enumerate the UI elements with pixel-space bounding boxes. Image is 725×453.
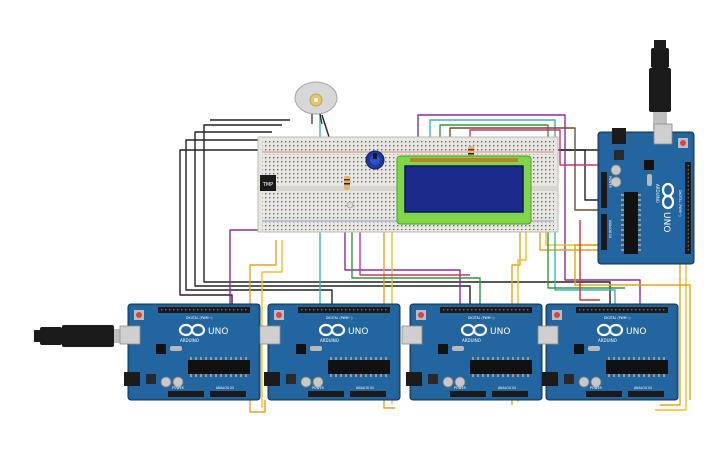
board-analog-label: ANALOG IN bbox=[608, 220, 612, 238]
board-header-label: DIGITAL (PWM~) bbox=[604, 316, 630, 320]
board-brand-label: ARDUINO bbox=[180, 338, 199, 343]
board-model-label: UNO bbox=[208, 327, 228, 337]
board-model-label: UNO bbox=[490, 327, 510, 337]
arduino-uno-5[interactable]: UNO ARDUINO DIGITAL (PWM~) POWER ANALOG IN bbox=[596, 122, 696, 266]
dc-motor[interactable] bbox=[294, 81, 338, 125]
resistor-2 bbox=[468, 146, 474, 158]
board-power-label: POWER bbox=[590, 386, 603, 390]
board-power-label: POWER bbox=[454, 386, 467, 390]
arduino-uno-3[interactable]: UNO ARDUINO DIGITAL (PWM~) POWER ANALOG IN bbox=[400, 302, 544, 402]
board-analog-label: ANALOG IN bbox=[356, 386, 374, 390]
arduino-uno-4[interactable]: UNO ARDUINO DIGITAL (PWM~) POWER ANALOG IN bbox=[536, 302, 680, 402]
resistor bbox=[344, 176, 350, 190]
board-brand-label: ARDUINO bbox=[320, 338, 339, 343]
board-model-label: UNO bbox=[661, 212, 671, 232]
board-header-label: DIGITAL (PWM~) bbox=[678, 190, 682, 216]
board-brand-label: ARDUINO bbox=[462, 338, 481, 343]
board-analog-label: ANALOG IN bbox=[216, 386, 234, 390]
lcd-display[interactable] bbox=[396, 155, 532, 225]
board-power-label: POWER bbox=[172, 386, 185, 390]
arduino-uno-1[interactable]: UNO ARDUINO DIGITAL (PWM~) POWER ANALOG IN bbox=[118, 302, 262, 402]
potentiometer[interactable] bbox=[365, 150, 385, 170]
sensor-label: TMP bbox=[262, 182, 273, 188]
board-model-label: UNO bbox=[626, 327, 646, 337]
led bbox=[346, 201, 354, 209]
board-header-label: DIGITAL (PWM~) bbox=[186, 316, 212, 320]
board-analog-label: ANALOG IN bbox=[498, 386, 516, 390]
usb-cable-top bbox=[649, 40, 671, 130]
board-brand-label: ARDUINO bbox=[598, 338, 617, 343]
board-analog-label: ANALOG IN bbox=[634, 386, 652, 390]
temperature-sensor[interactable]: TMP bbox=[260, 175, 276, 191]
board-power-label: POWER bbox=[608, 176, 612, 189]
board-model-label: UNO bbox=[348, 327, 368, 337]
board-power-label: POWER bbox=[312, 386, 325, 390]
board-header-label: DIGITAL (PWM~) bbox=[468, 316, 494, 320]
board-header-label: DIGITAL (PWM~) bbox=[326, 316, 352, 320]
board-brand-label: ARDUINO bbox=[655, 184, 660, 203]
usb-cable-left bbox=[34, 325, 132, 347]
arduino-uno-2[interactable]: UNO ARDUINO DIGITAL (PWM~) POWER ANALOG IN bbox=[258, 302, 402, 402]
